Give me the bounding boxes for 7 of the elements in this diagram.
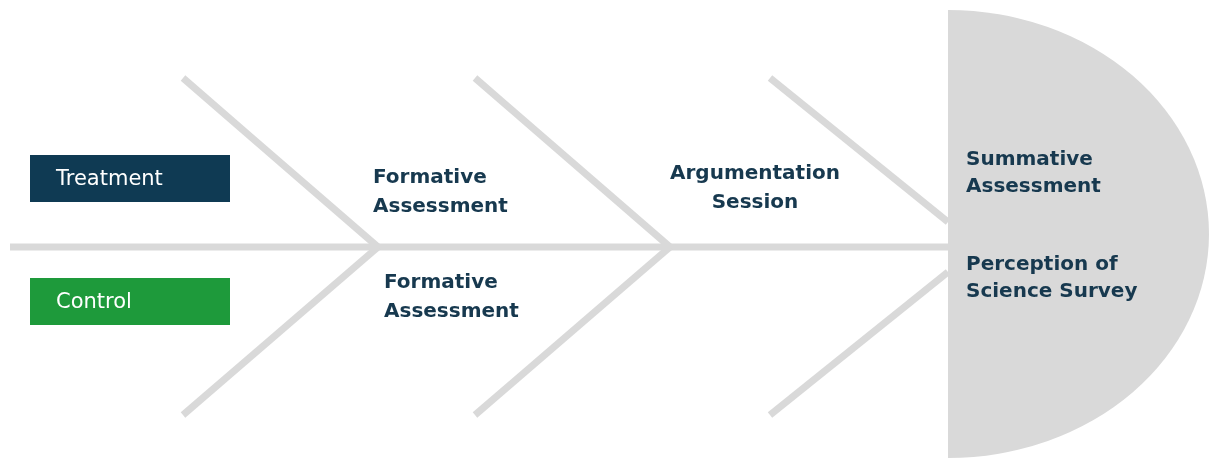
stage-label: Argumentation Session — [669, 159, 841, 215]
stage-label: Summative Assessment — [966, 145, 1102, 199]
stage-label: Formative Assessment — [384, 268, 520, 324]
group-label-box: Control — [30, 278, 230, 325]
group-label-box: Treatment — [30, 155, 230, 202]
stage-label: Perception of Science Survey — [966, 250, 1139, 304]
stage-label: Formative Assessment — [373, 163, 509, 219]
